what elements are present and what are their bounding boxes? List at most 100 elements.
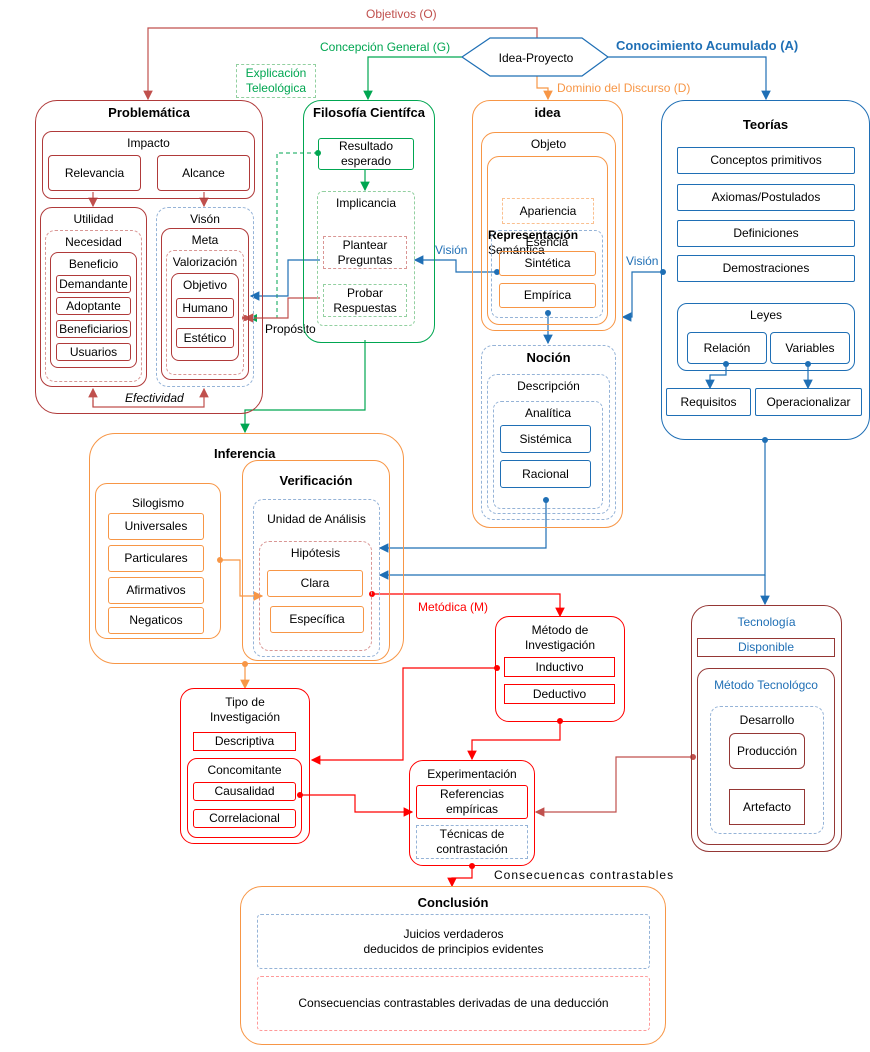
- descripcion-label: Descripción: [517, 379, 580, 393]
- sintetica-box: Sintética: [499, 251, 596, 276]
- concomitante-label: Concomitante: [207, 763, 282, 777]
- problematica-box: Problemática: [35, 100, 263, 414]
- tecnologia-title: Tecnología: [737, 615, 796, 629]
- silogismo-item: Universales: [108, 513, 204, 540]
- apariencia-box: Apariencia: [502, 198, 594, 224]
- label-metodica: Metódica (M): [418, 600, 489, 614]
- idea-box: idea: [472, 100, 623, 528]
- descripcion-box: Descripción: [487, 374, 610, 514]
- descriptiva-box: Descriptiva: [193, 732, 296, 751]
- beneficio-item: Beneficiarios: [56, 320, 131, 338]
- artefacto-box: Artefacto: [729, 789, 805, 825]
- unidad-label: Unidad de Análisis: [267, 512, 366, 526]
- filosofia-title: Filosofía Científca: [313, 105, 425, 120]
- conclusion-title: Conclusión: [417, 895, 489, 910]
- teoria-item: Axiomas/Postulados: [677, 184, 855, 211]
- edge-objetivos: [143, 27, 538, 101]
- nocion-label: Noción: [526, 350, 571, 365]
- necesidad-box: Necesidad: [45, 230, 142, 382]
- beneficio-item: Demandante: [56, 275, 131, 293]
- edge-vision-left: [249, 259, 320, 301]
- plantear-box: Plantear Preguntas: [323, 236, 407, 269]
- relacion-box: Relación: [687, 332, 767, 364]
- metodo-inv-title: Método de Investigación: [524, 623, 596, 652]
- silogismo-item: Particulares: [108, 545, 204, 572]
- desarrollo-box: Desarrollo: [710, 706, 824, 834]
- requisitos-box: Requisitos: [666, 388, 751, 416]
- conclusion-box: Conclusión: [240, 886, 666, 1045]
- label-conocimiento: Conocimiento Acumulado (A): [616, 38, 799, 53]
- esencia-box: Esencia: [491, 230, 603, 318]
- variables-box: Variables: [770, 332, 850, 364]
- label-efectividad: Efectividad: [125, 391, 184, 405]
- necesidad-label: Necesidad: [65, 235, 122, 249]
- label-explicacion: Explicación Teleológica: [236, 64, 316, 98]
- metodo-inv-item: Deductivo: [504, 684, 615, 704]
- hipotesis-item: Clara: [267, 570, 363, 597]
- objetivo-item: Estético: [176, 328, 234, 348]
- impacto-label: Impacto: [127, 136, 170, 150]
- label-vision-right: Visión: [626, 254, 659, 268]
- esencia-label: Esencia: [525, 235, 569, 249]
- silogismo-item: Negaticos: [108, 607, 204, 634]
- teoria-item: Demostraciones: [677, 255, 855, 282]
- silogismo-item: Afirmativos: [108, 577, 204, 604]
- edge-dominio: [536, 76, 553, 101]
- operacionalizar-box: Operacionalizar: [755, 388, 862, 416]
- vision-label: Visón: [190, 212, 220, 226]
- objetivo-label: Objetivo: [182, 278, 228, 292]
- tipo-inv-item: Causalidad: [193, 782, 296, 801]
- beneficio-label: Beneficio: [68, 257, 119, 271]
- silogismo-box: Silogismo: [95, 483, 221, 639]
- referencias-box: Referencias empíricas: [416, 785, 528, 819]
- objetivo-item: Humano: [176, 298, 234, 318]
- disponible-box: Disponible: [697, 638, 835, 657]
- analitica-box: Analítica: [493, 401, 603, 509]
- probar-box: Probar Respuestas: [323, 284, 407, 317]
- hipotesis-label: Hipótesis: [290, 546, 341, 560]
- label-consecuencias: Consecuencas contrastables: [494, 868, 675, 882]
- edge-proposito: [243, 297, 320, 323]
- desarrollo-label: Desarrollo: [739, 713, 795, 727]
- utilidad-box: Utilidad: [40, 207, 147, 387]
- beneficio-box: Beneficio: [50, 252, 137, 368]
- valorizacion-label: Valorización: [172, 255, 238, 269]
- label-vision-left: Visión: [435, 243, 468, 257]
- impacto-box: Impacto: [42, 131, 255, 199]
- metodo-tec-box: Método Tecnológco: [697, 668, 835, 845]
- analitica-label: Analítica: [524, 406, 572, 420]
- leyes-label: Leyes: [749, 308, 783, 322]
- implicancia-box: Implicancia: [317, 191, 415, 326]
- edge-concepcion: [363, 56, 462, 101]
- label-concepcion: Concepción General (G): [320, 40, 451, 54]
- consecuencias-box: Consecuencias contrastables derivadas de…: [257, 976, 650, 1031]
- leyes-box: Leyes: [677, 303, 855, 371]
- utilidad-label: Utilidad: [73, 212, 114, 226]
- meta-box: Meta: [161, 228, 249, 380]
- inferencia-title: Inferencia: [214, 446, 276, 461]
- sistemica-box: Sistémica: [500, 425, 591, 453]
- idea-proyecto-shape: [460, 37, 610, 77]
- vision-box: Visón: [156, 207, 254, 387]
- resultado-box: Resultado esperado: [318, 138, 414, 170]
- racional-box: Racional: [500, 460, 591, 488]
- unidad-box: Unidad de Análisis: [253, 499, 380, 657]
- beneficio-item: Adoptante: [56, 297, 131, 315]
- experimentacion-box: Experimentación: [409, 760, 535, 866]
- objetivo-box: Objetivo: [171, 273, 239, 361]
- juicios-box: Juicios verdaderos deducidos de principi…: [257, 914, 650, 969]
- filosofia-box: Filosofía Científca: [303, 100, 435, 343]
- objeto-box: Objeto: [481, 132, 616, 331]
- nocion-box: Noción: [481, 345, 616, 520]
- teoria-item: Definiciones: [677, 220, 855, 247]
- relevancia-box: Relevancia: [48, 155, 141, 191]
- edge-vision-right: [621, 271, 663, 322]
- idea-title: idea: [534, 105, 561, 120]
- problematica-title: Problemática: [108, 105, 190, 120]
- implicancia-label: Implicancia: [335, 196, 397, 210]
- inferencia-box: Inferencia: [89, 433, 404, 664]
- metodo-inv-box: Método de Investigación: [495, 616, 625, 722]
- metodo-inv-item: Inductivo: [504, 657, 615, 677]
- label-dominio: Dominio del Discurso (D): [557, 81, 691, 95]
